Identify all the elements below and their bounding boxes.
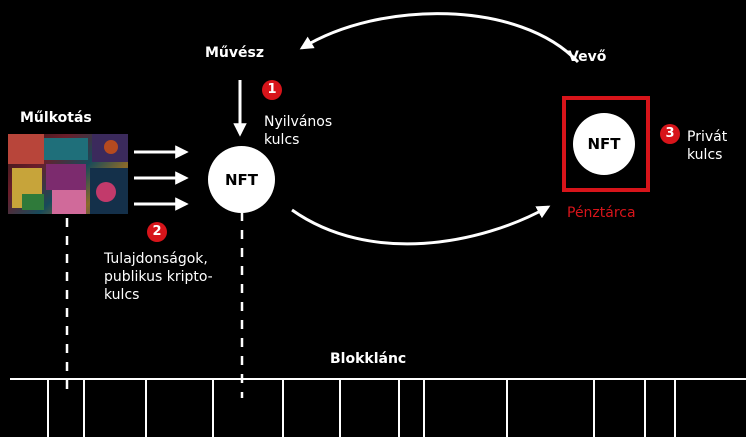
blockchain-label: Blokklánc: [330, 351, 407, 367]
nft-in-wallet: NFT: [573, 113, 635, 175]
step-badge-1: 1: [262, 80, 282, 100]
artwork-label: Műlkotás: [20, 110, 92, 126]
nft-token: NFT: [208, 146, 275, 213]
private-key-label: Privát kulcs: [687, 129, 728, 163]
buyer-label: Vevő: [568, 49, 607, 65]
wallet-label: Pénztárca: [567, 205, 636, 221]
step-badge-2: 2: [147, 222, 167, 242]
public-key-label: Nyilvános kulcs: [264, 114, 333, 148]
wallet-box: [562, 96, 650, 192]
nft-to-wallet-arrow: [291, 205, 551, 246]
properties-label: Tulajdonságok, publikus kripto- kulcs: [104, 251, 213, 303]
artwork-image: [8, 134, 128, 214]
blockchain-ledger: [10, 378, 746, 437]
step-badge-3: 3: [660, 124, 680, 144]
artist-label: Művész: [205, 45, 265, 61]
buyer-to-artist-arrow: [299, 12, 580, 64]
